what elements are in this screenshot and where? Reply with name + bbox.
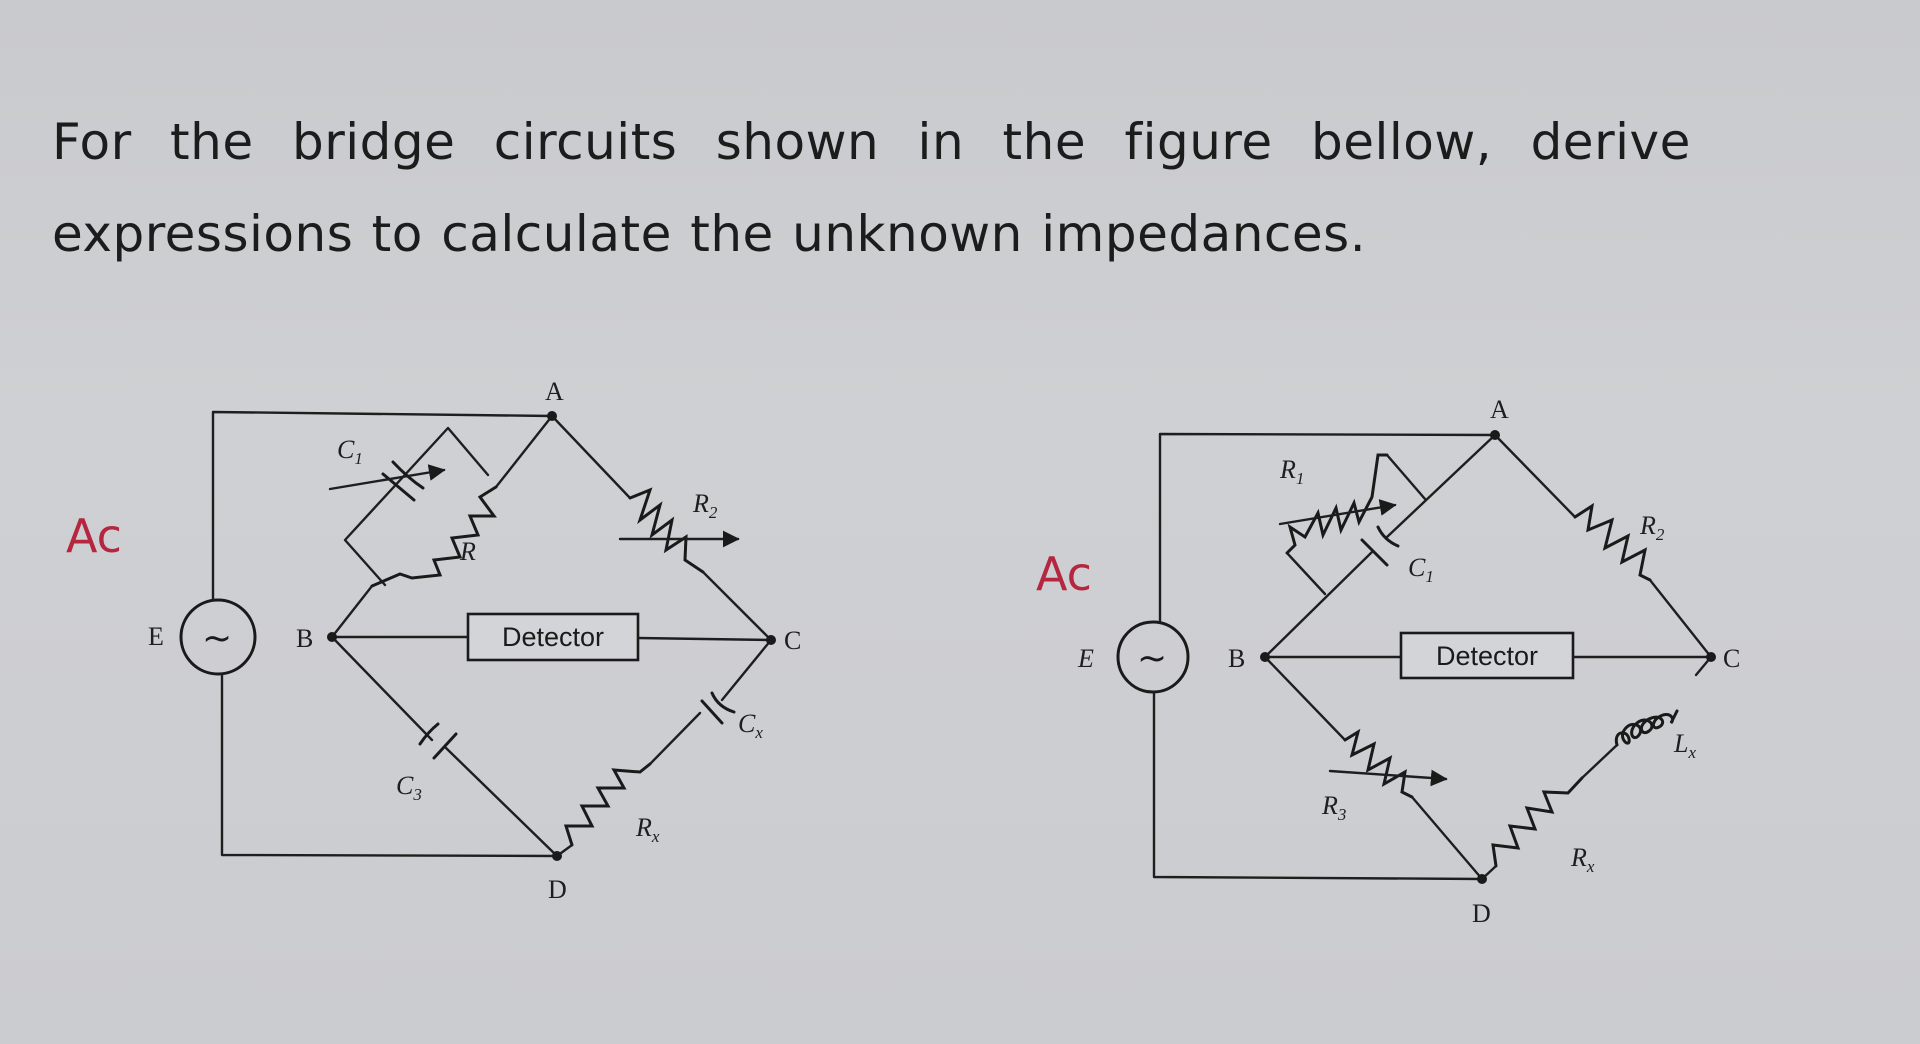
wire <box>648 711 702 766</box>
node-label-B: B <box>1228 644 1245 673</box>
resistor-R1-icon <box>1285 453 1389 555</box>
label-Cx: Cx <box>738 709 763 742</box>
wire <box>1263 655 1347 742</box>
node-C <box>1706 652 1716 662</box>
label-C1: C1 <box>337 435 363 468</box>
ac-annotation-right: Ac <box>1036 547 1092 601</box>
sine-icon: ~ <box>1137 638 1167 679</box>
wire <box>1385 433 1497 539</box>
resistor-R3-icon <box>1343 728 1414 799</box>
wire <box>1493 433 1577 519</box>
wire <box>330 584 374 639</box>
label-C3: C3 <box>396 771 422 804</box>
variable-arrow-icon <box>1278 499 1397 526</box>
wire <box>444 746 559 858</box>
detector-box <box>466 612 640 662</box>
question-line-2: expressions to calculate the unknown imp… <box>52 205 1367 263</box>
label-R2: R2 <box>692 489 718 522</box>
wire <box>720 638 773 702</box>
variable-arrow-icon <box>1328 769 1448 787</box>
arm-AB-left: C1 R <box>328 414 554 639</box>
parallel-branch-wire <box>1385 453 1427 501</box>
wire-source-to-A <box>211 410 554 602</box>
label-Lx: Lx <box>1673 729 1696 762</box>
label-R: R <box>459 537 476 566</box>
wire <box>636 636 773 642</box>
ac-source-right: ~ E <box>1077 620 1190 694</box>
node-label-D: D <box>1472 899 1491 928</box>
node-label-D: D <box>548 875 567 904</box>
wire <box>1263 550 1374 659</box>
wire <box>1648 578 1713 659</box>
wire <box>1580 743 1619 780</box>
arm-AC-right: R2 <box>1493 433 1713 659</box>
detector-box <box>1399 631 1575 680</box>
wire <box>550 414 632 500</box>
wire <box>330 635 434 742</box>
wire <box>494 414 554 489</box>
node-label-A: A <box>545 377 564 406</box>
right-bridge-circuit: Ac ~ E R1 C1 <box>1036 395 1740 928</box>
resistor-R2-icon <box>628 487 705 574</box>
resistor-R-icon <box>370 485 498 588</box>
node-label-A: A <box>1490 395 1509 424</box>
arm-BD-left: C3 <box>330 635 559 858</box>
wire <box>1410 795 1484 881</box>
label-Rx: Rx <box>1570 843 1595 876</box>
capacitor-plate-curved-icon <box>418 722 440 746</box>
capacitor-plate-icon <box>432 732 458 760</box>
node-label-C: C <box>1723 644 1740 673</box>
detector-label: Detector <box>502 622 604 652</box>
wire-source-to-A <box>1158 432 1497 624</box>
question-text: For the bridge circuits shown in the fig… <box>52 96 1812 280</box>
capacitor-plate-icon <box>700 699 724 725</box>
wire <box>701 570 773 642</box>
label-R3: R3 <box>1321 791 1346 824</box>
label-R1: R1 <box>1279 455 1304 488</box>
node-A <box>1490 430 1500 440</box>
node-D <box>552 851 562 861</box>
node-B <box>327 632 337 642</box>
detector-label: Detector <box>1436 641 1538 671</box>
sine-icon: ~ <box>202 618 232 659</box>
ac-annotation-left: Ac <box>66 509 122 563</box>
wire-source-to-D <box>1152 690 1484 881</box>
node-label-B: B <box>296 624 313 653</box>
question-line-1: For the bridge circuits shown in the fig… <box>52 113 1691 171</box>
node-A <box>547 411 557 421</box>
resistor-Rx-icon <box>1491 776 1584 868</box>
node-D <box>1477 874 1487 884</box>
capacitor-plate-curved-icon <box>710 691 736 714</box>
variable-arrow-icon <box>328 464 446 491</box>
arm-AC-left: R2 <box>550 414 773 642</box>
capacitor-plate-curved-icon <box>1376 525 1400 548</box>
wire-source-to-D <box>220 672 559 858</box>
inductor-Lx-icon <box>1614 709 1679 747</box>
node-C <box>766 635 776 645</box>
arm-DC-left: Rx Cx <box>555 638 773 858</box>
label-C1: C1 <box>1408 553 1434 586</box>
node-B <box>1260 652 1270 662</box>
detector-branch-left: Detector <box>330 612 773 662</box>
left-bridge-circuit: Ac ~ E C1 <box>66 377 801 904</box>
detector-branch-right: Detector <box>1263 631 1713 680</box>
resistor-Rx-icon <box>563 762 652 847</box>
resistor-R2-icon <box>1573 502 1652 582</box>
parallel-branch-wire <box>1285 551 1327 596</box>
label-R2: R2 <box>1639 511 1665 544</box>
arm-BD-right: R3 <box>1263 655 1484 881</box>
arm-AB-right: R1 C1 <box>1263 433 1497 659</box>
node-label-C: C <box>784 626 801 655</box>
label-Rx: Rx <box>635 813 660 846</box>
arm-DC-right: Rx Lx <box>1480 655 1713 881</box>
source-label-E: E <box>1077 644 1094 673</box>
source-circle-icon <box>179 598 257 676</box>
capacitor-plate-icon <box>1360 538 1389 567</box>
ac-source-left: ~ E <box>148 598 257 676</box>
source-label-E: E <box>148 622 164 651</box>
